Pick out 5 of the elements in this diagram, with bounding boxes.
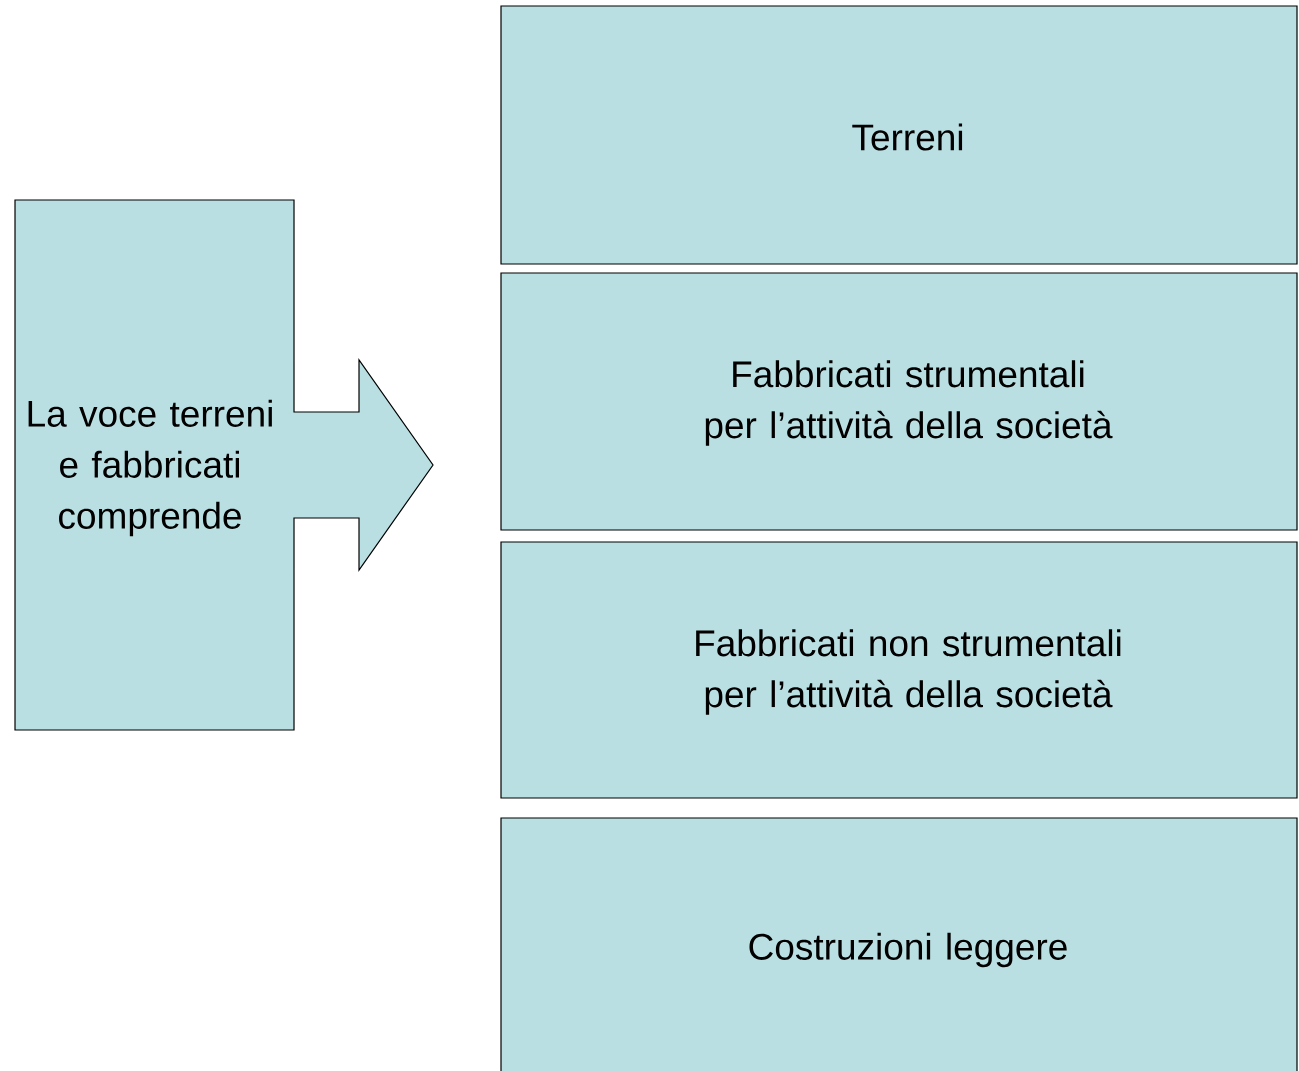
category-box: Fabbricati non strumentali per l’attività della società bbox=[500, 541, 1298, 799]
category-box: Costruzioni leggere bbox=[500, 817, 1298, 1071]
arrow-callout: La voce terreni e fabbricati comprende bbox=[14, 199, 434, 731]
category-box: Fabbricati strumentali per l’attività della società bbox=[500, 272, 1298, 531]
category-box: Terreni bbox=[500, 5, 1298, 265]
